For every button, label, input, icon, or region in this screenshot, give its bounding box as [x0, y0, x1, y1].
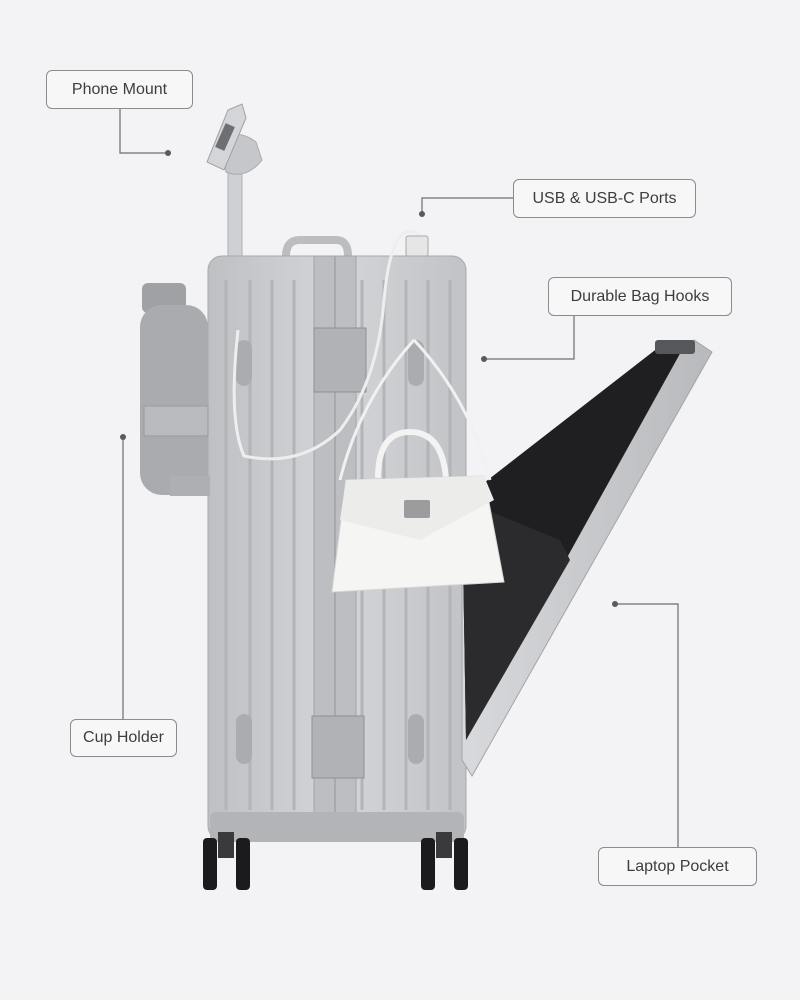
callout-usb-ports: USB & USB-C Ports — [513, 179, 696, 218]
callout-phone-mount: Phone Mount — [46, 70, 193, 109]
callout-bag-hooks: Durable Bag Hooks — [548, 277, 732, 316]
usb-cable-icon — [232, 230, 421, 461]
cup-holder-icon — [140, 283, 210, 496]
leader-lines — [119, 109, 679, 847]
phone-mount-icon — [206, 103, 263, 266]
spinner-wheels-icon — [203, 832, 468, 890]
bag-hook-icon — [236, 340, 252, 386]
handbag-icon — [331, 338, 505, 593]
callout-cup-holder: Cup Holder — [70, 719, 177, 757]
callout-laptop-pocket: Laptop Pocket — [598, 847, 757, 886]
